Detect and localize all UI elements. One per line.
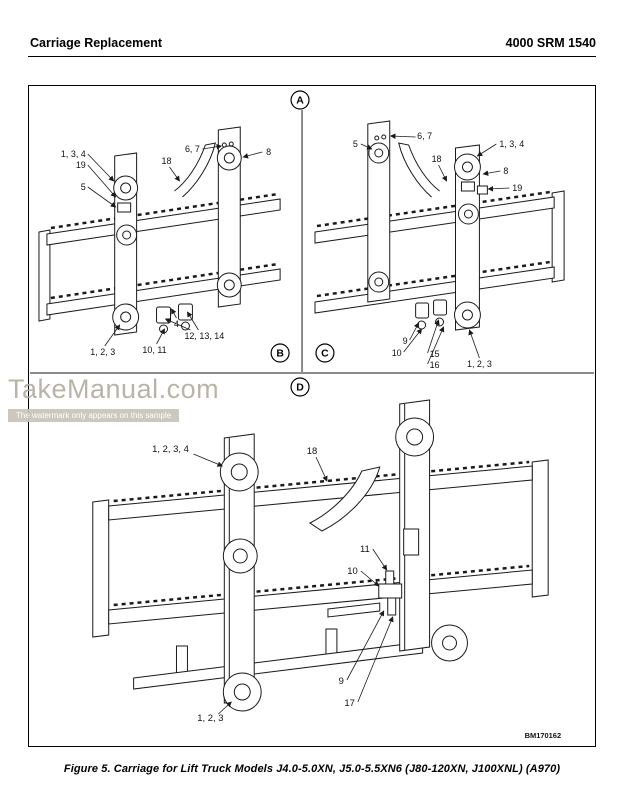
callout-label: 18 [162,156,172,166]
callout-label: 1, 3, 4 [499,139,524,149]
view-b-callouts: 1, 3, 4 19 5 18 6, 7 8 4 12, 13, 14 10, … [61,143,271,357]
bolt [385,570,395,586]
fork-stop-bracket [415,302,430,319]
view-letter: D [296,382,304,393]
right-end-plate [551,190,565,283]
view-letter: B [276,348,284,359]
callout-label: 17 [344,698,355,709]
hook-latch [309,466,381,532]
view-label-d: D [290,377,310,397]
callout-label: 1, 3, 4 [61,149,86,159]
callout-label: 8 [503,166,508,176]
letter-circle [290,377,310,397]
bolt [228,141,234,147]
callout-label: 10 [347,566,358,577]
pin [417,320,427,330]
anchor-tab [117,202,132,213]
view-dividers [29,110,595,374]
page-title: Carriage Replacement [30,36,163,50]
bottom-bar [133,641,424,690]
callout-label: 11 [360,544,370,555]
view-c-callouts: 5 6, 7 1, 3, 4 18 8 19 9 10 15 16 1, 2, … [353,131,524,370]
callout-label: 1, 2, 3 [197,713,223,724]
view-letter: A [296,95,304,106]
right-upright [399,399,431,652]
callout-label: 16 [430,360,440,370]
bolt [381,134,387,140]
left-end-plate [92,499,110,638]
callout-label: 5 [81,182,86,192]
callout-label: 9 [339,676,344,687]
doc-number: 4000 SRM 1540 [505,36,596,50]
callout-label: 1, 2, 3 [467,359,492,369]
view-b-drawing [38,126,281,336]
callout-label: 19 [512,183,522,193]
hook-latch [398,142,440,198]
anchor-tab [460,181,475,192]
callout-label: 5 [353,139,358,149]
letter-circle [315,343,335,363]
callout-label: 6, 7 [417,131,432,141]
left-upright [367,120,391,303]
technical-drawing: A B C D [29,90,595,740]
view-label-a: A [290,90,310,110]
view-letter: C [321,348,329,359]
callout-label: 9 [403,336,408,346]
figure-caption: Figure 5. Carriage for Lift Truck Models… [63,763,561,775]
callout-label: 15 [430,349,440,359]
callout-label: 12, 13, 14 [184,331,224,341]
callout-label: 4 [174,319,179,329]
callout-label: 10, 11 [142,345,166,355]
bolt [221,142,227,148]
right-upright [217,126,241,308]
fork-stop-bracket [433,299,448,316]
nut-block [378,583,403,599]
page-header: Carriage Replacement 4000 SRM 1540 [30,36,596,50]
header-divider [28,56,596,58]
callout-label: 1, 2, 3, 4 [152,444,189,455]
bolt [387,597,397,616]
pin [159,324,169,334]
callout-label: 18 [307,446,318,457]
view-d-drawing [92,399,549,712]
upper-rail [46,198,281,246]
bolt [374,135,380,141]
callout-label: 10 [392,348,402,358]
figure-box: A B C D [28,85,596,747]
right-end-plate [531,459,549,598]
view-label-c: C [315,343,335,363]
callout-label: 18 [432,154,442,164]
pocket-detail [403,528,420,556]
view-d-callouts: 1, 2, 3, 4 18 11 10 9 17 1, 2, 3 [152,444,394,724]
drawing-code: BM170162 [525,731,561,740]
anchor-tab [476,185,488,195]
lower-rail [108,569,533,625]
callout-label: 6, 7 [185,144,200,154]
stop-strip [327,602,381,618]
letter-circle [290,90,310,110]
view-c-drawing [314,120,565,331]
upper-rail [108,465,533,521]
callout-label: 8 [266,147,271,157]
callout-label: 19 [76,160,86,170]
view-label-b: B [270,343,290,363]
left-end-plate [38,229,51,322]
callout-label: 1, 2, 3 [90,347,115,357]
letter-circle [270,343,290,363]
hook-latch [174,142,217,198]
fork-stop-bracket [177,303,193,321]
